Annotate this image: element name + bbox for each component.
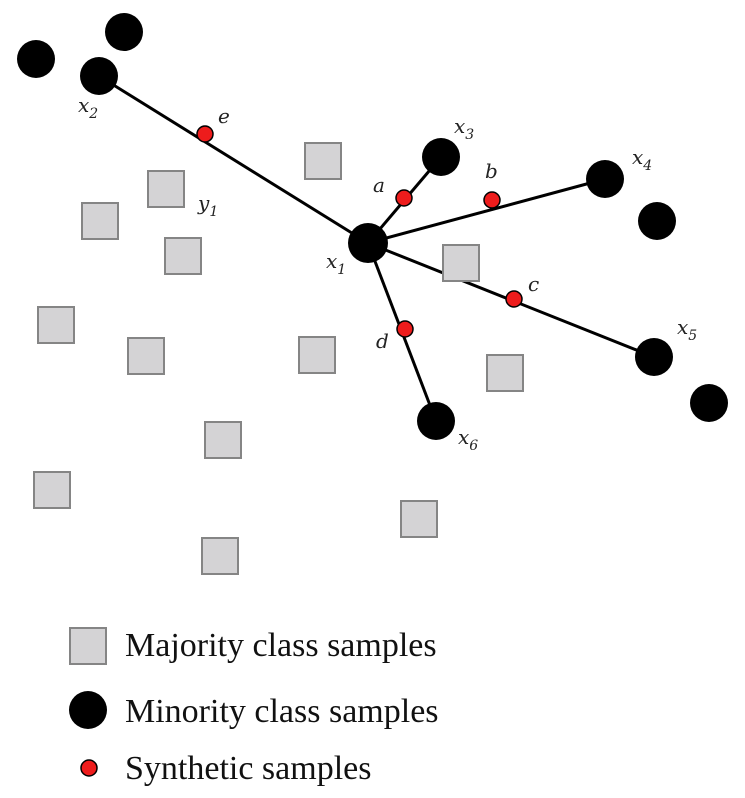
legend-synthetic-label: Synthetic samples — [125, 750, 371, 787]
minority-sample-x4 — [586, 160, 624, 198]
minority-sample-x1 — [348, 223, 388, 263]
majority-sample — [127, 337, 165, 375]
minority-sample-x3 — [422, 138, 460, 176]
legend-majority-swatch — [69, 627, 107, 665]
majority-sample — [400, 500, 438, 538]
minority-sample-x6 — [417, 402, 455, 440]
label-x2: x2 — [78, 93, 98, 122]
legend-synthetic-swatch — [80, 759, 98, 777]
minority-sample — [17, 40, 55, 78]
label-x5: x5 — [677, 315, 697, 344]
line-x1-x4 — [367, 177, 606, 245]
label-a: a — [373, 173, 385, 197]
legend: Majority class samples Minority class sa… — [69, 627, 439, 787]
majority-sample — [81, 202, 119, 240]
label-b: b — [485, 159, 498, 183]
label-c: c — [528, 272, 539, 296]
majority-sample — [147, 170, 185, 208]
majority-sample — [164, 237, 202, 275]
minority-sample — [105, 13, 143, 51]
label-x6: x6 — [458, 425, 478, 454]
synthetic-sample-d — [396, 320, 414, 338]
synthetic-sample-c — [505, 290, 523, 308]
majority-samples — [33, 142, 524, 575]
minority-sample-x2 — [80, 57, 118, 95]
label-x4: x4 — [632, 145, 652, 174]
legend-majority-label: Majority class samples — [125, 627, 437, 664]
label-d: d — [376, 329, 389, 353]
synthetic-samples — [196, 125, 523, 338]
minority-sample — [690, 384, 728, 422]
majority-sample — [486, 354, 524, 392]
minority-sample — [638, 202, 676, 240]
label-x3: x3 — [454, 114, 474, 143]
minority-samples — [17, 13, 728, 440]
synthetic-sample-e — [196, 125, 214, 143]
synthetic-sample-b — [483, 191, 501, 209]
majority-sample — [201, 537, 239, 575]
synthetic-sample-a — [395, 189, 413, 207]
line-x1-x2 — [98, 74, 369, 245]
majority-sample — [37, 306, 75, 344]
point-labels: x2 e x3 x4 b a y1 x1 c x5 d x6 — [78, 93, 697, 454]
majority-sample — [33, 471, 71, 509]
label-e: e — [218, 104, 230, 128]
majority-sample — [442, 244, 480, 282]
majority-sample — [204, 421, 242, 459]
label-y1: y1 — [197, 191, 218, 220]
label-x1: x1 — [326, 249, 346, 278]
majority-sample — [298, 336, 336, 374]
legend-minority-swatch — [69, 691, 107, 729]
legend-minority-label: Minority class samples — [125, 693, 439, 730]
majority-sample — [304, 142, 342, 180]
minority-sample-x5 — [635, 338, 673, 376]
